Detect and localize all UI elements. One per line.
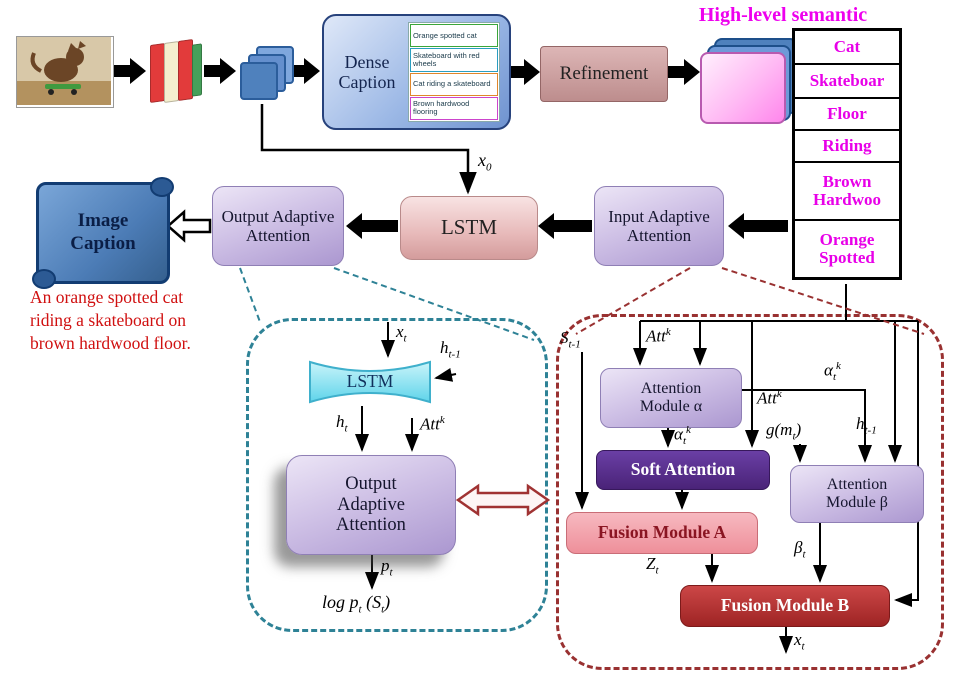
soft-attention-box: Soft Attention	[596, 450, 770, 490]
fusion-module-a-box: Fusion Module A	[566, 512, 758, 554]
caption-item-3: Brown hardwood flooring	[410, 96, 498, 120]
alpha-tk-label-right: αtk	[824, 360, 841, 384]
semantic-word: Cat	[795, 31, 899, 65]
semantic-word: Riding	[795, 131, 899, 163]
x0-label: x0	[478, 150, 492, 174]
ht-prev-label: ht-1	[440, 338, 461, 361]
feature-slab-red-2	[178, 38, 193, 102]
equivalence-double-arrow	[455, 483, 551, 517]
cat-photo-graphic	[17, 37, 111, 105]
image-caption-scroll: Image Caption	[32, 177, 174, 289]
red-expansion-line-left	[575, 267, 691, 335]
feature-slab-cream	[164, 40, 179, 104]
lstm-box: LSTM	[400, 196, 538, 260]
fusion-module-b-box: Fusion Module B	[680, 585, 890, 627]
red-expansion-line-right	[721, 267, 925, 335]
ht-prev-arrow	[434, 367, 457, 382]
arrow-refinement-to-semantic	[668, 59, 700, 85]
arrow-table-to-input-attention	[728, 213, 788, 239]
attk-label-top: Attk	[646, 326, 671, 346]
attention-module-alpha-box: Attention Module α	[600, 368, 742, 428]
teal-expansion-line-left	[239, 267, 261, 323]
refinement-box: Refinement	[540, 46, 668, 102]
output-adaptive-attention-detail-box: Output Adaptive Attention	[286, 455, 456, 555]
feature-slab-green	[192, 43, 202, 97]
attention-module-beta-label: Attention Module β	[826, 476, 888, 511]
feature-cube-front	[240, 62, 278, 100]
semantic-word: Floor	[795, 99, 899, 131]
teal-expansion-line-right	[333, 267, 535, 341]
xt-label: xt	[396, 322, 407, 345]
semantic-page-front	[700, 52, 786, 124]
lstm-detail-container	[246, 318, 548, 632]
scroll-curl-icon	[150, 177, 174, 197]
refinement-label: Refinement	[559, 63, 649, 85]
attk-label-mid: Attk	[757, 388, 782, 408]
st-prev-label: St-1	[560, 328, 581, 351]
scroll-curl-icon	[32, 269, 56, 289]
image-caption-label: Image Caption	[70, 210, 136, 254]
arrow-densecaption-to-refinement	[508, 59, 540, 85]
dense-caption-list: Orange spotted cat Skateboard with red w…	[408, 22, 500, 122]
arrow-conv-to-densecaption	[288, 58, 320, 84]
arrow-features-to-conv	[204, 58, 236, 84]
output-adaptive-attention-detail-label: Output Adaptive Attention	[336, 473, 406, 536]
attk-label-teal: Attk	[420, 414, 445, 434]
ht-label: ht	[336, 412, 348, 435]
output-adaptive-attention-box: Output Adaptive Attention	[212, 186, 344, 266]
xt-output-label: xt	[794, 630, 805, 653]
g-mt-label: g(mt)	[766, 420, 802, 443]
generated-caption-text: An orange spotted cat riding a skateboar…	[30, 287, 191, 354]
arrow-input-attention-to-lstm	[538, 213, 592, 239]
semantic-word: Orange Spotted	[819, 230, 875, 267]
attention-module-alpha-label: Attention Module α	[639, 380, 703, 415]
input-attention-detail-container	[556, 314, 944, 670]
high-level-semantic-title: High-level semantic	[698, 4, 868, 26]
semantic-word-table: Cat Skateboar Floor Riding Brown Hardwoo…	[792, 28, 902, 280]
arrow-photo-to-features	[114, 58, 146, 84]
arrow-output-attention-to-caption	[166, 209, 212, 243]
lstm-label: LSTM	[440, 215, 497, 240]
pt-label: pt	[381, 556, 393, 579]
right-feed-to-fusionb-arrow	[894, 321, 919, 607]
arrow-lstm-to-output-attention	[346, 213, 398, 239]
alpha-tk-label-out: αtk	[674, 424, 691, 448]
lstm-cell-label: LSTM	[346, 371, 394, 391]
log-pt-label: log pt (St)	[322, 592, 391, 616]
semantic-word: Skateboar	[795, 65, 899, 99]
input-adaptive-attention-box: Input Adaptive Attention	[594, 186, 724, 266]
attention-module-beta-box: Attention Module β	[790, 465, 924, 523]
caption-item-0: Orange spotted cat	[410, 24, 498, 48]
x0-connector	[260, 104, 477, 195]
feature-slab-red	[150, 42, 165, 104]
fusion-module-b-label: Fusion Module B	[720, 595, 850, 616]
output-adaptive-attention-label: Output Adaptive Attention	[221, 206, 335, 245]
caption-item-2: Cat riding a skateboard	[410, 72, 498, 96]
soft-attention-label: Soft Attention	[630, 459, 736, 480]
dense-caption-label: Dense Caption	[338, 51, 396, 92]
caption-item-1: Skateboard with red wheels	[410, 48, 498, 72]
beta-t-label: βt	[794, 538, 806, 561]
ht-prev-label-red: ht-1	[856, 414, 877, 437]
lstm-cell-shape	[309, 360, 431, 404]
fusion-module-a-label: Fusion Module A	[597, 522, 727, 543]
semantic-word: Brown Hardwoo	[795, 163, 899, 221]
input-adaptive-attention-label: Input Adaptive Attention	[608, 206, 710, 245]
alpha-tk-loop-arrow	[740, 389, 872, 463]
input-photo	[16, 36, 114, 108]
zt-label: Zt	[646, 554, 659, 577]
